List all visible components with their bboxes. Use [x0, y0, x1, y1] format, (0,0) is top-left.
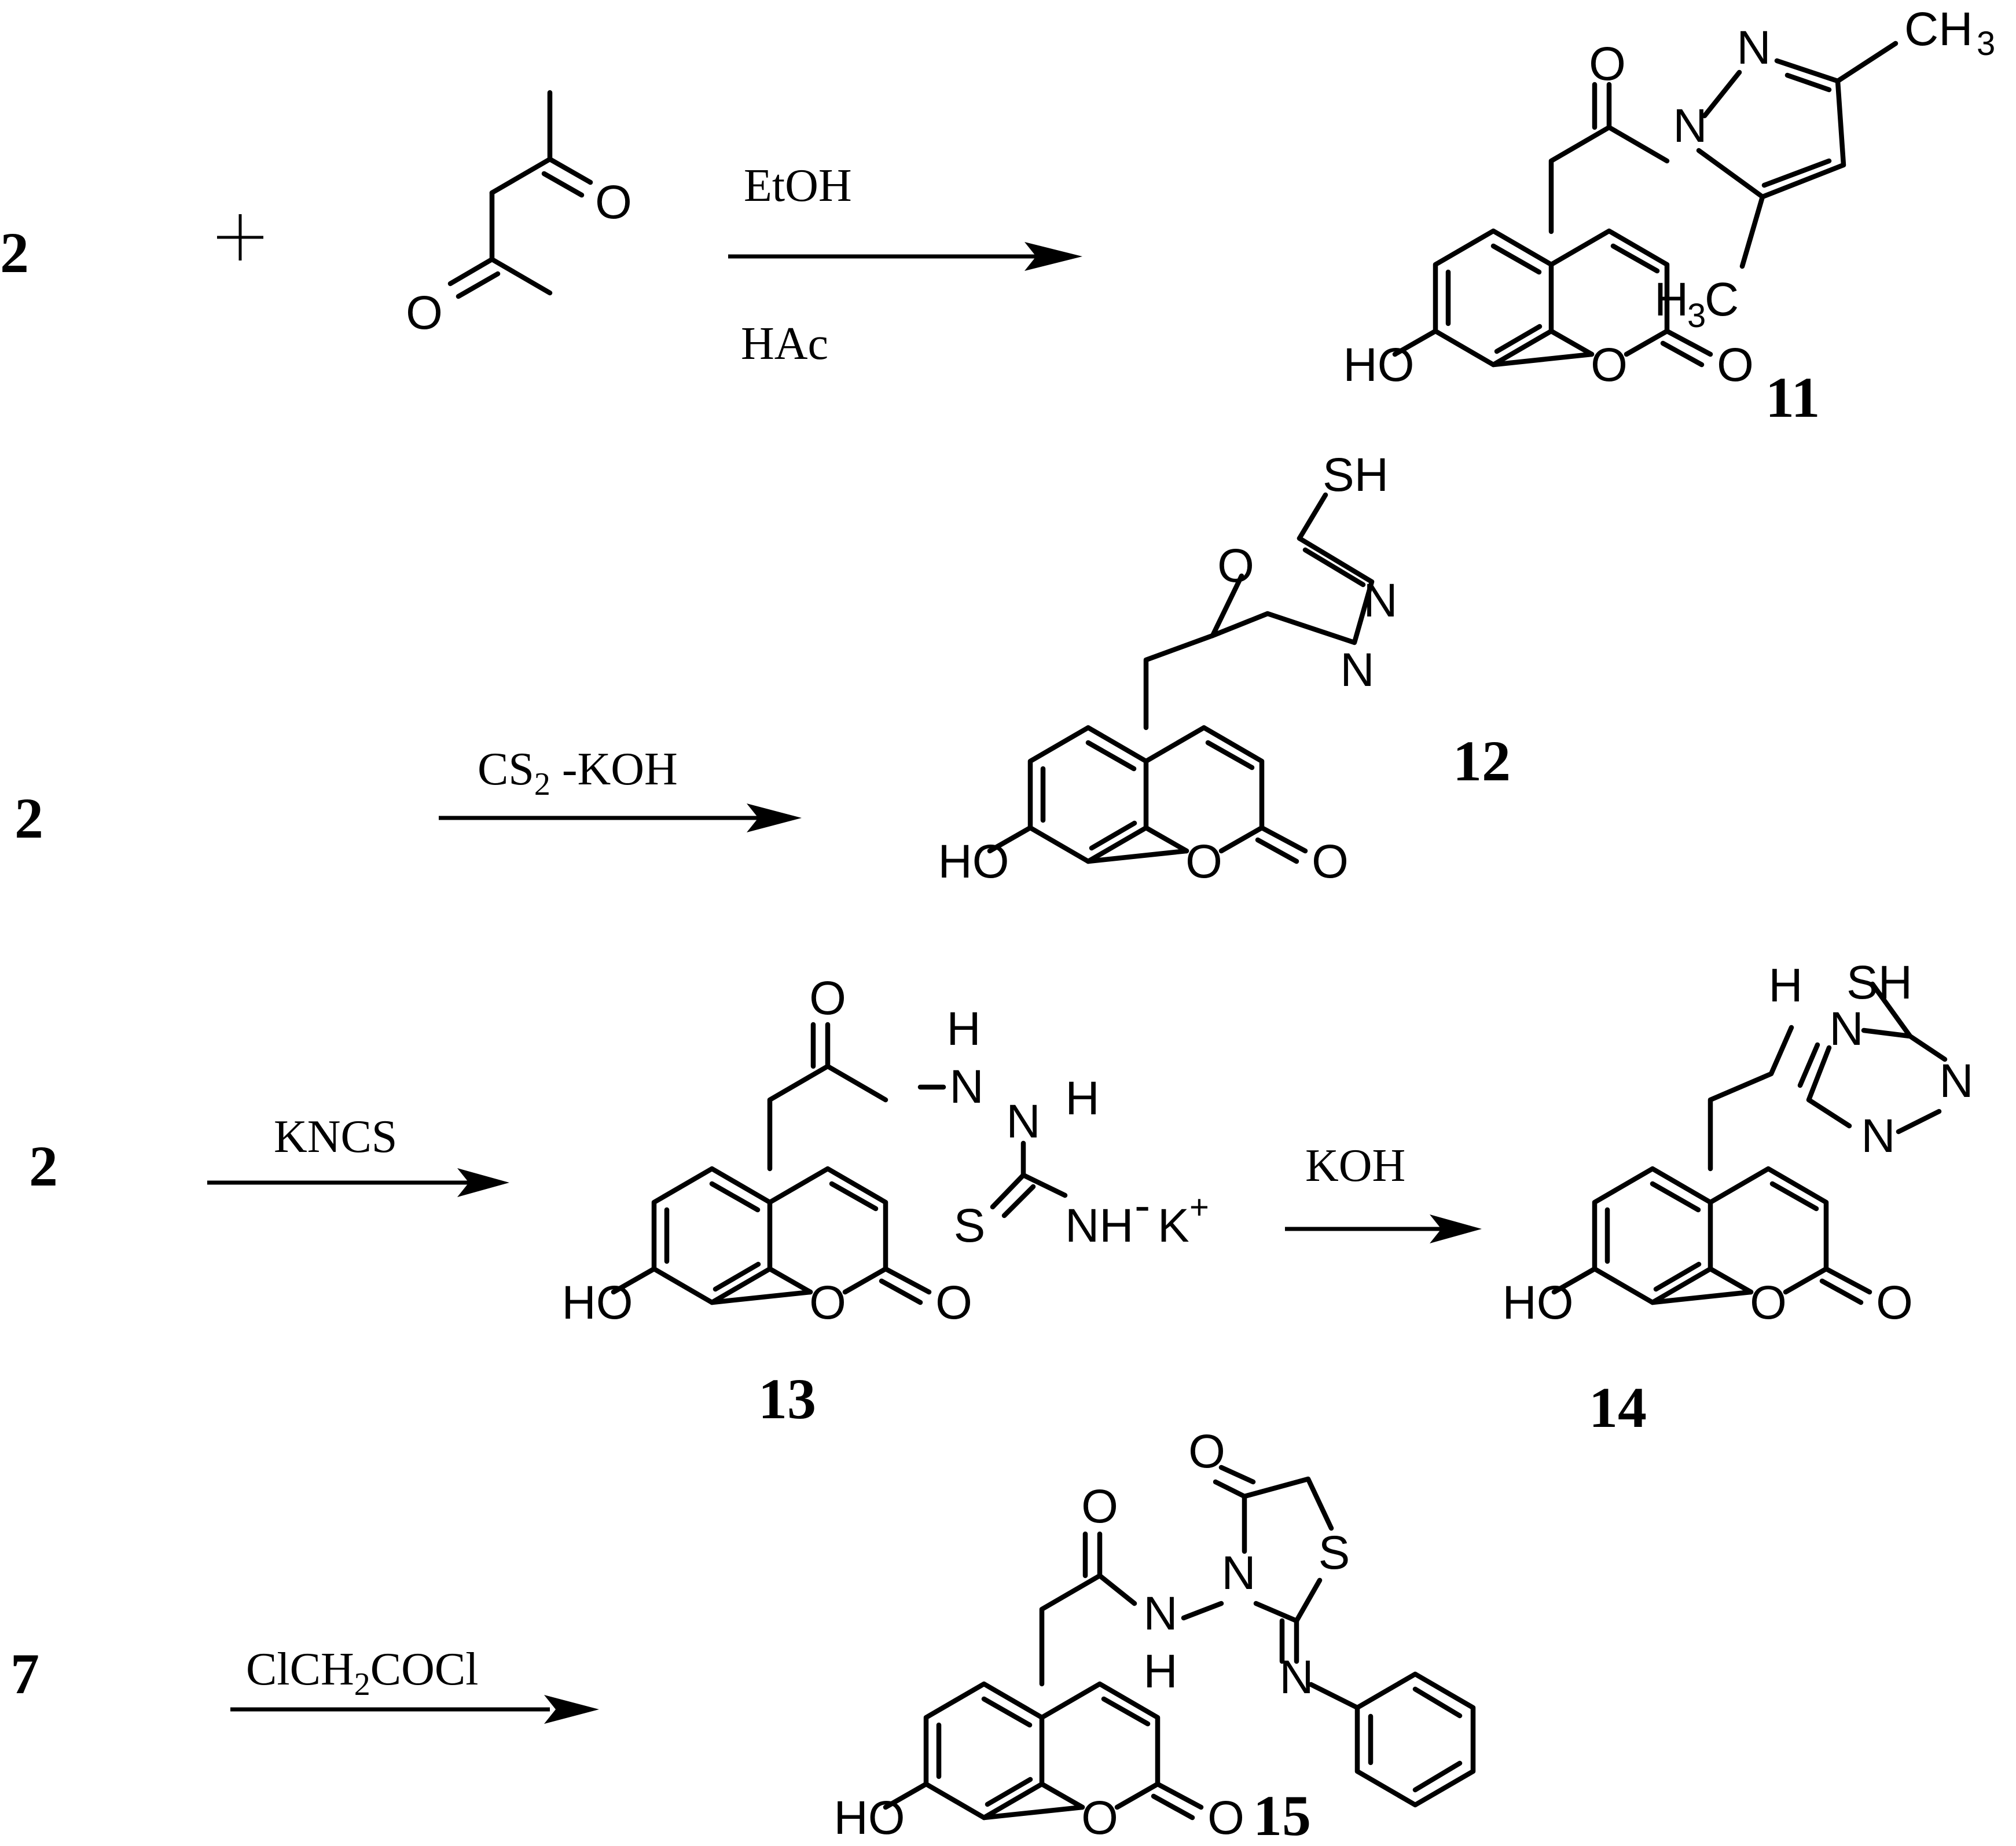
svg-text:+: +: [1189, 1188, 1209, 1226]
svg-text:O: O: [1188, 1425, 1225, 1478]
svg-text:H: H: [1065, 1072, 1099, 1125]
svg-text:N: N: [1221, 1547, 1255, 1599]
compound-12: 12: [1453, 729, 1511, 793]
arrow-2: CS2 -KOH: [439, 744, 802, 832]
svg-text:3: 3: [1977, 25, 1995, 63]
svg-text:C: C: [1705, 273, 1739, 326]
reagent-hac: HAc: [741, 318, 828, 369]
svg-text:N: N: [1340, 644, 1374, 696]
svg-text:O: O: [809, 972, 846, 1025]
potassium: K: [1158, 1199, 1189, 1252]
row-3: 2 KNCS O N H N H S NH - K + 13: [29, 956, 1974, 1440]
svg-text:N: N: [1939, 1055, 1973, 1107]
h3c-bottom: H: [1654, 273, 1688, 326]
reagent-etoh: EtOH: [744, 160, 852, 211]
product-14: SH H N N N 14: [1503, 956, 1974, 1440]
product-15: O N H N O S N 15: [834, 1425, 1476, 1846]
row-2: 2 CS2 -KOH SH O N N 12: [14, 449, 1511, 888]
acac-o1: O: [595, 176, 632, 229]
product-11: O N N CH 3 H 3 C 11: [1343, 3, 1995, 430]
reagent-koh: KOH: [1305, 1140, 1405, 1191]
svg-text:N: N: [1829, 1003, 1863, 1055]
row-4: 7 ClCH2COCl O N H N O S N: [10, 1425, 1476, 1846]
svg-text:N: N: [1673, 100, 1707, 152]
compound-13: 13: [758, 1367, 816, 1431]
compound-14: 14: [1589, 1375, 1647, 1440]
nh-minus: NH: [1065, 1199, 1133, 1252]
acetylacetone: O O: [406, 90, 632, 339]
arrow-5: ClCH2COCl: [230, 1644, 599, 1724]
svg-text:O: O: [1217, 540, 1254, 592]
product-12: SH O N N 12: [938, 449, 1511, 888]
arrow-1: EtOH HAc: [728, 160, 1082, 369]
svg-text:H: H: [1143, 1645, 1177, 1698]
start-compound-2: 2: [0, 221, 29, 285]
arrow-3: KNCS: [207, 1111, 509, 1197]
svg-text:N: N: [1006, 1095, 1040, 1148]
svg-text:N: N: [1143, 1587, 1177, 1640]
svg-text:S: S: [1319, 1526, 1350, 1579]
svg-text:-: -: [1134, 1179, 1150, 1232]
svg-text:H: H: [1768, 959, 1802, 1012]
svg-text:O: O: [1081, 1480, 1118, 1533]
svg-text:N: N: [1736, 21, 1771, 74]
svg-text:N: N: [1861, 1110, 1895, 1162]
svg-text:N: N: [949, 1060, 983, 1113]
sh-14: SH: [1846, 956, 1912, 1009]
start-compound-2c: 2: [29, 1134, 58, 1198]
intermediate-13: O N H N H S NH - K + 13: [562, 972, 1209, 1431]
thione-s: S: [954, 1199, 986, 1252]
compound-15: 15: [1253, 1783, 1311, 1846]
svg-text:N: N: [1279, 1651, 1313, 1704]
sh-12: SH: [1323, 449, 1389, 501]
reagent-chloroacetyl-chloride: ClCH2COCl: [246, 1644, 478, 1702]
arrow-4: KOH: [1285, 1140, 1482, 1243]
reagent-cs2-koh: CS2 -KOH: [478, 744, 678, 802]
acac-o2: O: [406, 287, 443, 339]
start-compound-7: 7: [10, 1642, 39, 1706]
ch3-top: CH: [1904, 3, 1973, 56]
svg-text:H: H: [946, 1003, 981, 1055]
svg-text:N: N: [1363, 574, 1397, 627]
start-compound-2b: 2: [14, 786, 43, 850]
svg-text:O: O: [1589, 38, 1626, 90]
row-1: 2 O O EtOH HAc O N N: [0, 3, 1995, 430]
compound-11: 11: [1765, 365, 1820, 430]
reagent-kncs: KNCS: [274, 1111, 397, 1162]
svg-text:3: 3: [1687, 297, 1706, 335]
